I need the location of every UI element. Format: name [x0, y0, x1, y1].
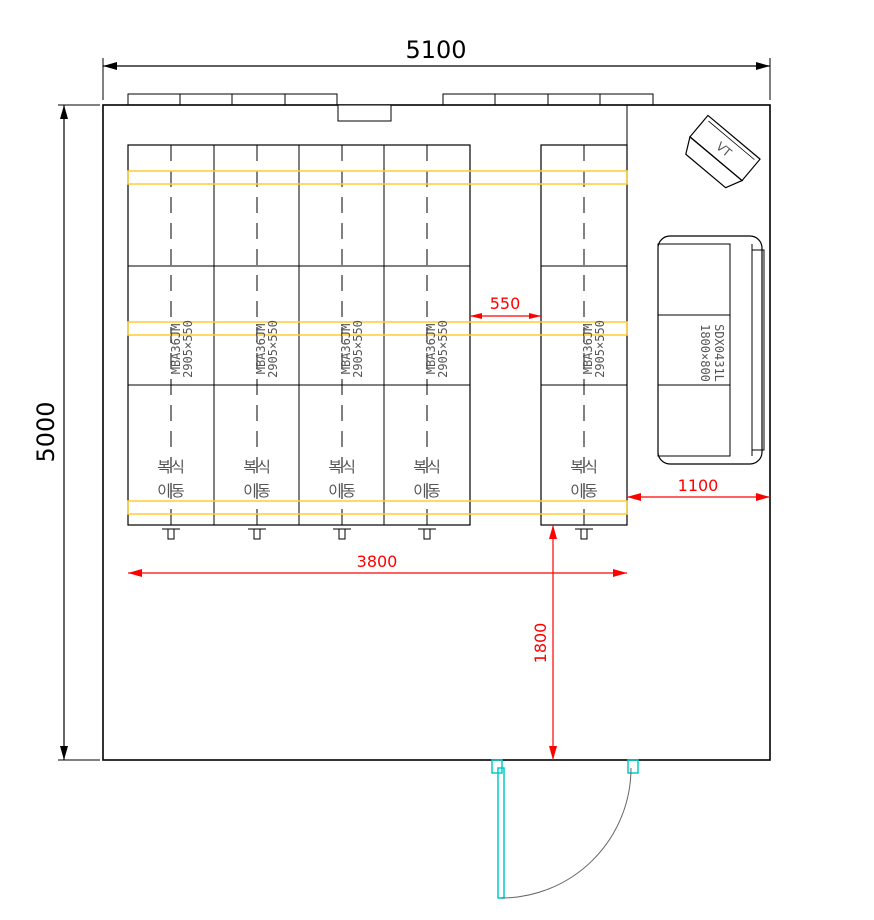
overall-width-dimension: 5100	[102, 36, 771, 100]
overall-depth-label: 5000	[32, 401, 60, 462]
shelf-5-type-2: 이동	[570, 482, 598, 500]
shelf-3-type-1: 복식	[328, 458, 356, 476]
door-clearance-label: 1800	[531, 623, 550, 664]
handle-5	[575, 528, 593, 540]
rail-middle	[127, 321, 628, 336]
tv-unit: VT	[685, 114, 761, 189]
room-outline	[102, 104, 771, 761]
side-gap-label: 1100	[678, 476, 719, 495]
wall-vent	[337, 104, 392, 122]
shelf-4-type-1: 복식	[413, 458, 441, 476]
shelf-1-spec: MBA36JM 2905×550	[169, 320, 195, 378]
shelf-5-size: 2905×550	[593, 320, 607, 378]
shelf-2-type-2: 이동	[243, 482, 271, 500]
shelf-3-model: MBA36JM	[339, 324, 353, 375]
aisle-gap-dimension: 550	[470, 294, 541, 319]
shelf-4-type-2: 이동	[413, 482, 441, 500]
shelf-2-model: MBA36JM	[254, 324, 268, 375]
shelf-3-type-2: 이동	[328, 482, 356, 500]
shelf-labels: MBA36JM 2905×550 MBA36JM 2905×550 MBA36J…	[169, 320, 607, 378]
sofa-spec: SDX0431L 1800×800	[698, 324, 726, 382]
shelf-3-spec: MBA36JM 2905×550	[339, 320, 365, 378]
overall-depth-dimension: 5000	[32, 104, 100, 761]
rail-top	[127, 170, 628, 185]
shelf-1-model: MBA36JM	[169, 324, 183, 375]
row-length-label: 3800	[357, 552, 398, 571]
shelf-4-model: MBA36JM	[424, 324, 438, 375]
handle-1	[162, 528, 180, 540]
rail-bottom	[127, 500, 628, 515]
sofa-size: 1800×800	[698, 324, 712, 382]
row-length-dimension: 3800	[128, 552, 627, 577]
overall-width-label: 5100	[405, 36, 466, 64]
shelf-2-spec: MBA36JM 2905×550	[254, 320, 280, 378]
handle-4	[418, 528, 436, 540]
side-gap-dimension: 1100	[627, 476, 770, 501]
aisle-gap-label: 550	[490, 294, 521, 313]
shelf-type-labels: 복식 이동 복식 이동 복식 이동 복식 이동 복식 이동	[157, 458, 598, 500]
shelf-2-size: 2905×550	[266, 320, 280, 378]
floor-rails	[127, 170, 628, 515]
door-swing-arc	[500, 767, 632, 899]
sofa: SDX0431L 1800×800	[657, 235, 765, 465]
shelf-1-type-2: 이동	[157, 482, 185, 500]
door-clearance-dimension: 1800	[531, 525, 557, 760]
shelf-2-type-1: 복식	[243, 458, 271, 476]
handle-2	[248, 528, 266, 540]
shelf-1-type-1: 복식	[157, 458, 185, 476]
shelf-1-size: 2905×550	[181, 320, 195, 378]
entry-door	[491, 759, 639, 899]
shelf-4-spec: MBA36JM 2905×550	[424, 320, 450, 378]
shelf-4-size: 2905×550	[436, 320, 450, 378]
shelf-5-type-1: 복식	[570, 458, 598, 476]
window-left	[127, 93, 338, 106]
shelf-handles	[162, 528, 593, 540]
sofa-model: SDX0431L	[712, 324, 726, 382]
shelf-5-spec: MBA36JM 2905×550	[581, 320, 607, 378]
door-leaf	[497, 767, 505, 899]
handle-3	[333, 528, 351, 540]
shelf-5-model: MBA36JM	[581, 324, 595, 375]
shelf-3-size: 2905×550	[351, 320, 365, 378]
window-right	[442, 93, 654, 106]
